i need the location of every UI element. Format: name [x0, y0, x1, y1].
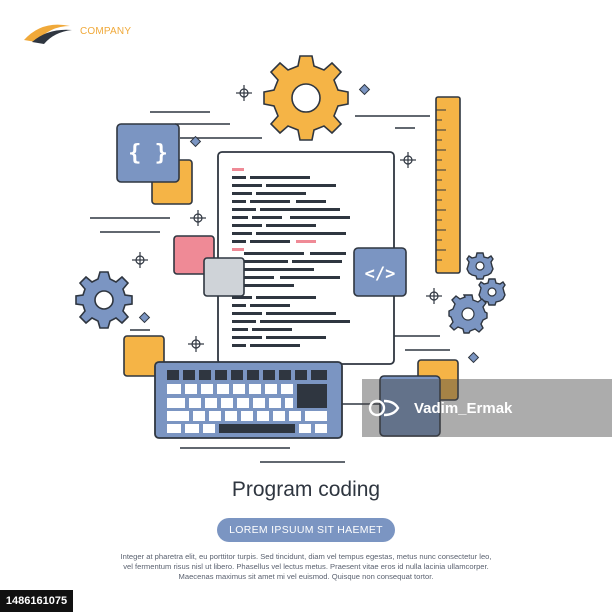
keyboard-icon [154, 361, 343, 439]
gear-icon [448, 294, 488, 334]
connector-box [379, 375, 441, 437]
gear-icon [466, 252, 494, 280]
curly-brace-box [116, 123, 180, 183]
code-document [217, 151, 395, 365]
gray-square [203, 257, 245, 297]
gear-icon [263, 55, 349, 141]
orange-square [123, 335, 165, 377]
watermark-logo-icon [368, 399, 400, 417]
crosshair-icon [132, 85, 442, 352]
html-tag-label: </> [365, 264, 396, 284]
coding-illustration: { } </> [75, 55, 506, 463]
stock-id-label: 1486161075 [0, 590, 73, 612]
watermark-text: Vadim_Ermak [414, 399, 513, 417]
pill-button[interactable]: LOREM IPSUUM SIT HAEMET [217, 518, 395, 542]
logo-text: COMPANY [80, 25, 132, 37]
diamond-icon [138, 83, 480, 364]
gear-icon [478, 278, 506, 306]
body-line: Integer at pharetra elit, eu porttitor t… [120, 552, 492, 561]
page-heading: Program coding [231, 478, 381, 501]
body-line: vel fermentum risus nisl ut libero. Phas… [123, 562, 489, 571]
company-logo: COMPANY [22, 18, 131, 44]
watermark-overlay: Vadim_Ermak [362, 379, 612, 437]
html-tag-box [353, 247, 407, 297]
logo-swoosh-icon [24, 24, 72, 44]
ruler-icon [435, 96, 461, 274]
body-line: Maecenas maximus sit amet mi vel euismod… [178, 572, 434, 581]
gear-icon [75, 271, 133, 329]
curly-brace-label: { } [128, 141, 168, 166]
body-text: Integer at pharetra elit, eu porttitor t… [100, 552, 512, 582]
